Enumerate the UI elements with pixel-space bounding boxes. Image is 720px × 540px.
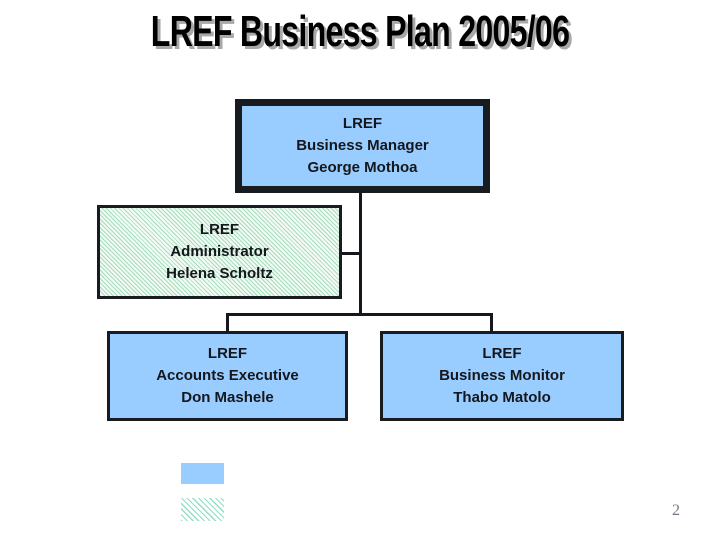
person-line: George Mothoa <box>307 159 418 176</box>
role-line: Accounts Executive <box>156 367 299 384</box>
role-line: Business Manager <box>296 137 429 154</box>
connector-horizontal-bar <box>226 313 493 316</box>
connector-administrator-stub <box>342 252 359 255</box>
legend-diagonal-hatch-swatch <box>181 498 224 521</box>
org-line: LREF <box>207 345 248 362</box>
person-line: Helena Scholtz <box>166 265 273 282</box>
org-box-administrator: LREF Administrator Helena Scholtz <box>97 205 342 299</box>
person-line: Thabo Matolo <box>453 389 551 406</box>
connector-drop-monitor <box>490 313 493 332</box>
slide-title: LREF Business Plan 2005/06 <box>150 7 570 56</box>
role-line: Administrator <box>170 243 269 260</box>
role-line: Business Monitor <box>439 367 565 384</box>
page-number: 2 <box>672 502 680 519</box>
org-line: LREF <box>482 345 522 362</box>
org-box-accounts-executive: LREF Accounts Executive Don Mashele <box>107 331 348 421</box>
org-line: LREF <box>199 221 240 238</box>
connector-drop-accounts <box>226 313 229 332</box>
org-box-business-manager: LREF Business Manager George Mothoa <box>235 99 490 193</box>
org-box-business-monitor: LREF Business Monitor Thabo Matolo <box>380 331 624 421</box>
person-line: Don Mashele <box>181 389 274 406</box>
legend-solid-blue-swatch <box>181 463 224 484</box>
connector-manager-vertical <box>359 192 362 315</box>
org-line: LREF <box>342 115 383 132</box>
